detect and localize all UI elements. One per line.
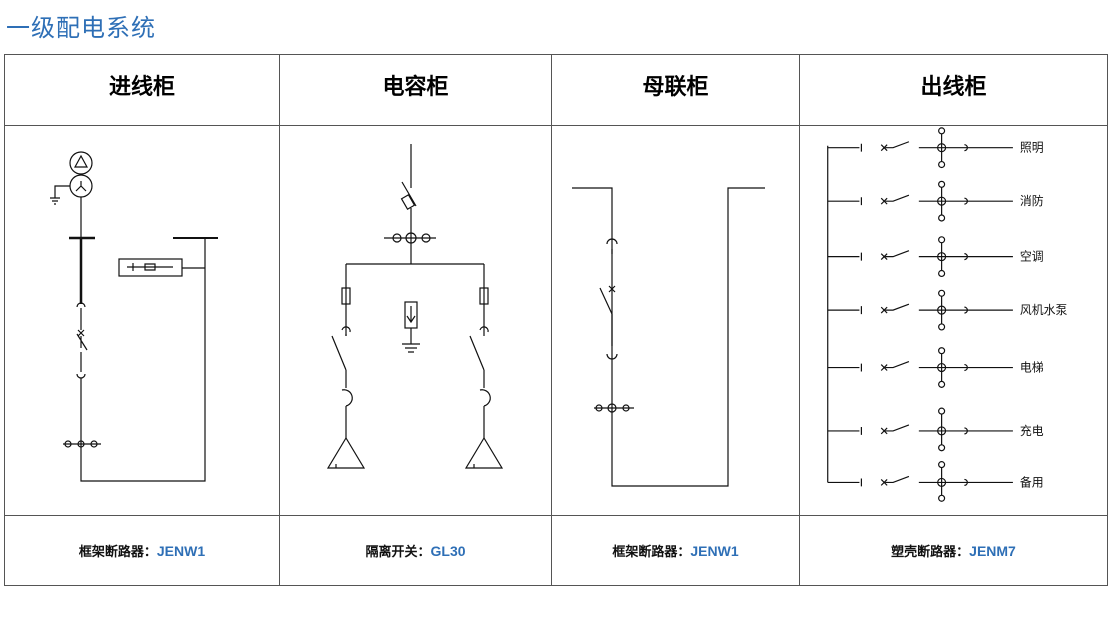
- footer-outgoing: 塑壳断路器：JENM7: [799, 515, 1108, 586]
- circuit-label-ac: 空调: [1020, 250, 1044, 264]
- footer-label-capacitor: 隔离开关：: [365, 545, 431, 560]
- footer-model-capacitor: GL30: [430, 543, 466, 559]
- circuit-row-fire: [827, 180, 1013, 222]
- incoming-schematic: [50, 151, 218, 482]
- header-cell-outgoing: 出线柜: [799, 54, 1108, 126]
- header-capacitor: 电容柜: [382, 75, 449, 100]
- ground-icon: [402, 328, 420, 353]
- footer-label-bus-tie: 框架断路器：: [612, 545, 691, 560]
- circuit-label-lighting: 照明: [1020, 141, 1044, 155]
- diagram-incoming: [4, 125, 280, 516]
- circuit-row-spare: [827, 461, 1013, 502]
- distribution-table: 进线柜 电容柜 母联柜 出线柜: [4, 54, 1108, 586]
- incoming-breaker-icon: [76, 333, 88, 351]
- circuit-row-elevator: [827, 347, 1013, 388]
- transformer-primary-coil: [69, 151, 93, 175]
- header-incoming: 进线柜: [108, 75, 175, 100]
- circuit-label-fire: 消防: [1020, 194, 1044, 208]
- circuit-row-ac: [827, 236, 1013, 278]
- footer-row: 框架断路器：JENW1 隔离开关：GL30 框架断路器：JENW1 塑壳断路器：…: [4, 515, 1108, 586]
- footer-capacitor: 隔离开关：GL30: [279, 515, 552, 586]
- current-transformer-box: [118, 258, 183, 277]
- footer-model-outgoing: JENM7: [969, 543, 1016, 559]
- header-row: 进线柜 电容柜 母联柜 出线柜: [4, 54, 1108, 126]
- outgoing-schematic: 照明 消防 空调 风机水泵 电梯 充电 备用: [827, 127, 1068, 502]
- circuit-label-elevator: 电梯: [1020, 361, 1044, 375]
- header-cell-incoming: 进线柜: [4, 54, 280, 126]
- circuit-row-fan-pump: [827, 289, 1013, 331]
- footer-bus-tie: 框架断路器：JENW1: [551, 515, 800, 586]
- header-bus-tie: 母联柜: [642, 75, 709, 100]
- header-cell-bus-tie: 母联柜: [551, 54, 800, 126]
- bus-tie-schematic: [572, 187, 765, 487]
- footer-label-incoming: 框架断路器：: [78, 545, 157, 560]
- page-title: 一级配电系统: [6, 14, 156, 42]
- footer-model-bus-tie: JENW1: [690, 543, 739, 559]
- circuit-label-charging: 充电: [1020, 424, 1044, 438]
- diagram-bus-tie: [551, 125, 800, 516]
- footer-model-incoming: JENW1: [156, 543, 206, 559]
- header-cell-capacitor: 电容柜: [279, 54, 552, 126]
- circuit-row-charging: [827, 407, 1013, 452]
- isolating-switch-icon: [401, 181, 417, 207]
- ground-icon: [50, 185, 70, 205]
- capacitor-schematic: [326, 144, 504, 469]
- diagram-row: 照明 消防 空调 风机水泵 电梯 充电 备用: [4, 125, 1108, 516]
- circuit-label-spare: 备用: [1020, 475, 1044, 489]
- diagram-outgoing: 照明 消防 空调 风机水泵 电梯 充电 备用: [799, 125, 1108, 516]
- diagram-capacitor: [279, 125, 552, 516]
- footer-incoming: 框架断路器：JENW1: [4, 515, 280, 586]
- footer-label-outgoing: 塑壳断路器：: [891, 545, 970, 560]
- circuit-label-fan-pump: 风机水泵: [1020, 303, 1068, 317]
- header-outgoing: 出线柜: [920, 75, 987, 100]
- circuit-row-lighting: [827, 127, 1013, 169]
- bus-tie-breaker-icon: [599, 287, 613, 346]
